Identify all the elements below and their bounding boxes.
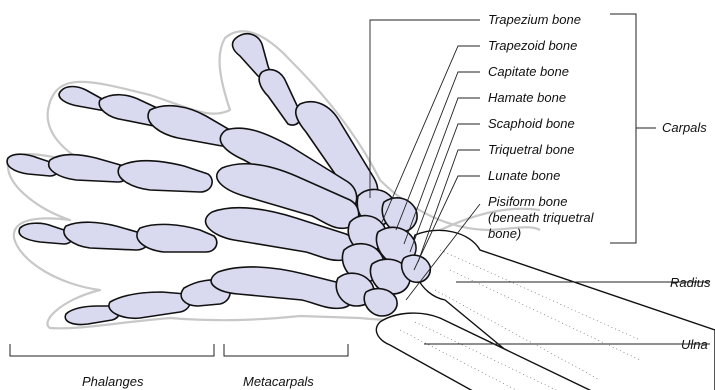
label-pisiform-line2: (beneath triquetral: [488, 210, 595, 225]
phalanges-bracket: [10, 344, 214, 356]
label-pisiform-line3: bone): [488, 226, 521, 241]
metacarpals-bracket: [224, 344, 348, 356]
label-pisiform-line1: Pisiform bone: [488, 194, 567, 209]
carpals-bracket: [610, 14, 656, 243]
label-scaphoid: Scaphoid bone: [488, 116, 575, 131]
label-hamate: Hamate bone: [488, 90, 566, 105]
label-triquetral: Triquetral bone: [488, 142, 574, 157]
label-ulna: Ulna: [681, 337, 708, 352]
label-trapezoid: Trapezoid bone: [488, 38, 577, 53]
ring-finger-bones: [19, 208, 355, 261]
label-radius: Radius: [670, 275, 711, 290]
label-metacarpals: Metacarpals: [243, 374, 314, 389]
label-phalanges: Phalanges: [82, 374, 144, 389]
label-carpals: Carpals: [662, 120, 707, 135]
label-lunate: Lunate bone: [488, 168, 560, 183]
label-capitate: Capitate bone: [488, 64, 569, 79]
label-trapezium: Trapezium bone: [488, 12, 581, 27]
